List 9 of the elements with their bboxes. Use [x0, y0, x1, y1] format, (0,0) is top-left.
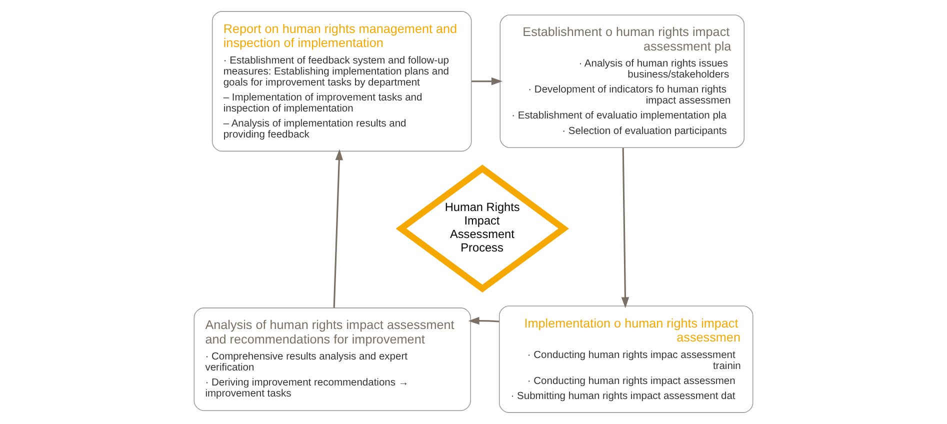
node-box: Implementation o human rights impact assessmen · Conducting human rights impac assessment trainin · Conducting human rights impact assessmen · Submitting human rights impact assessment dat [498, 306, 754, 413]
node-box: Report on human rights management and inspection of implementation · Establishment of feedback system and follow-up measures: Establishing implementation plans and goals for improvement tasks by department – Implementation of improvement tasks and inspection of implementation – Analysis of implementation results and providing feedback [212, 11, 472, 152]
node-diamond: Human Rights Impact Assessment Process [396, 164, 570, 293]
node-box: Analysis of human rights impact assessment and recommendations for improvement · Comprehensive results analysis and expert verification · Deriving improvement recommendations → improvement tasks [194, 308, 471, 411]
arrow [472, 77, 502, 86]
arrow [621, 148, 630, 308]
node-box: Establishment o human rights impact assessment pla · Analysis of human rights issues business/stakeholders · Development of indicators fo human rights impact assessmen · Establishment of evaluatio implementation pla · Selection of evaluation participants [500, 14, 745, 148]
arrow [333, 149, 344, 308]
arrow [468, 316, 500, 325]
